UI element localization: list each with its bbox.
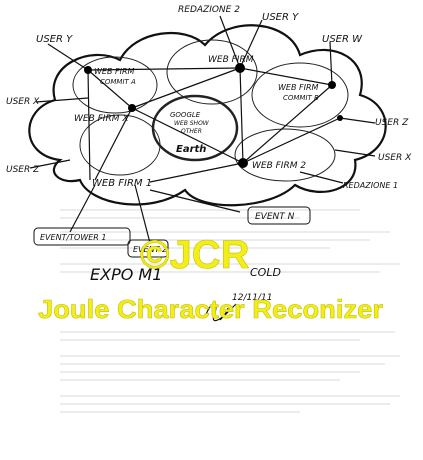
node-webfirm-b bbox=[328, 81, 336, 89]
label-redazione-1: REDAZIONE 1 bbox=[343, 181, 398, 190]
label-webfirm-1: WEB FIRM 1 bbox=[92, 178, 152, 189]
label-user-y-left: USER Y bbox=[36, 34, 73, 45]
label-event-1: EVENT/TOWER 1 bbox=[40, 233, 107, 242]
node-webfirm-a bbox=[84, 66, 92, 74]
label-user-z-left: USER Z bbox=[6, 165, 40, 175]
label-webfirm-b-1: WEB FIRM bbox=[278, 83, 319, 92]
label-expo-right: COLD bbox=[250, 266, 281, 279]
network-nodes bbox=[84, 63, 343, 168]
label-core-2: WEB SHOW bbox=[174, 120, 210, 127]
node-webfirm-x bbox=[128, 104, 136, 112]
label-user-z-right: USER Z bbox=[375, 118, 409, 128]
event-n-box bbox=[247, 206, 311, 225]
connection-lines bbox=[29, 15, 376, 244]
watermark-subtitle: Joule Character Reconizer bbox=[38, 294, 383, 324]
label-webfirm-x: WEB FIRM X bbox=[74, 114, 129, 124]
label-webfirm-2: WEB FIRM 2 bbox=[252, 161, 306, 171]
event-boxes bbox=[33, 206, 311, 258]
cloud-inner-regions bbox=[72, 39, 349, 182]
label-webfirm-top: WEB FIRM bbox=[208, 55, 254, 65]
watermark-copyright: ©JCR bbox=[140, 233, 250, 277]
signature-scribble bbox=[204, 303, 237, 322]
node-webfirm-2 bbox=[238, 158, 248, 168]
label-core-1: GOOGLE bbox=[170, 111, 201, 119]
label-user-x-right: USER X bbox=[378, 153, 412, 163]
label-signature-date: 12/11/11 bbox=[232, 293, 272, 303]
label-webfirm-b-2: COMMIT B bbox=[283, 94, 319, 102]
label-webfirm-a-1: WEB FIRM bbox=[94, 67, 135, 76]
label-user-x-left: USER X bbox=[6, 97, 40, 107]
label-event-2: EVENT 2 bbox=[133, 245, 167, 254]
event-1-box bbox=[33, 227, 131, 246]
label-redazione-2: REDAZIONE 2 bbox=[178, 5, 240, 15]
label-user-w: USER W bbox=[322, 34, 363, 45]
node-webfirm-top bbox=[235, 63, 245, 73]
background-document-lines bbox=[60, 209, 400, 413]
node-right bbox=[337, 115, 343, 121]
label-user-y-top: USER Y bbox=[262, 12, 299, 23]
label-earth: Earth bbox=[176, 144, 206, 155]
handwritten-labels: REDAZIONE 2 USER Y USER Y USER W USER X … bbox=[6, 5, 412, 303]
event-2-box bbox=[127, 239, 169, 258]
network-cloud bbox=[28, 24, 387, 207]
label-event-n: EVENT N bbox=[255, 212, 295, 222]
label-webfirm-a-2: COMMIT A bbox=[100, 78, 136, 86]
label-core-3: OTHER bbox=[181, 128, 202, 135]
label-expo: EXPO M1 bbox=[90, 265, 162, 284]
